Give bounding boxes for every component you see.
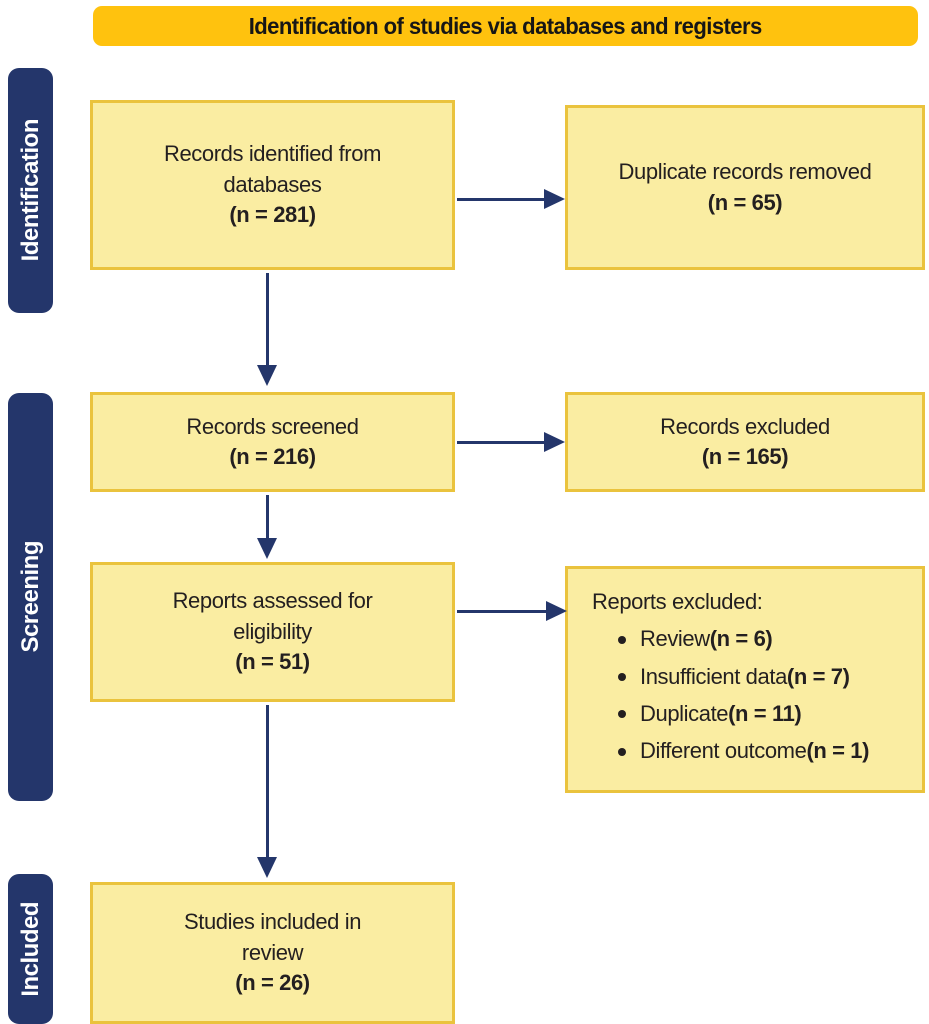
box-duplicates-removed: Duplicate records removed (n = 65): [565, 105, 925, 270]
box-n-value: (n = 51): [235, 649, 310, 675]
box-text-line: Duplicate records removed: [618, 159, 872, 185]
bullet-icon: [618, 710, 626, 719]
list-item: Insufficient data (n = 7): [618, 662, 908, 692]
stage-label-screening: Screening: [16, 541, 44, 653]
reason-n-value: (n = 7): [786, 663, 850, 689]
stage-bar-screening: Screening: [8, 393, 53, 801]
banner-title: Identification of studies via databases …: [248, 12, 763, 39]
list-item: Duplicate (n = 11): [618, 699, 908, 729]
reason-text: Review: [640, 626, 710, 652]
bullet-icon: [618, 635, 626, 644]
box-reports-excluded: Reports excluded: Review (n = 6) Insuffi…: [565, 566, 925, 793]
box-n-value: (n = 165): [701, 444, 789, 469]
list-item: Different outcome (n = 1): [618, 736, 908, 766]
reason-n-value: (n = 1): [806, 738, 870, 764]
box-records-excluded: Records excluded (n = 165): [565, 392, 925, 492]
bullet-icon: [618, 672, 626, 681]
box-n-value: (n = 26): [235, 970, 310, 996]
arrow-down-icon: [257, 495, 277, 559]
reports-excluded-list: Review (n = 6) Insufficient data (n = 7)…: [592, 624, 908, 766]
box-text-line: Records identified from: [163, 141, 381, 167]
reason-text: Different outcome: [640, 738, 807, 764]
stage-label-identification: Identification: [16, 119, 44, 262]
box-n-value: (n = 281): [229, 202, 316, 228]
stage-label-included: Included: [16, 901, 44, 997]
box-text-line: Records excluded: [660, 413, 830, 439]
box-text-line: Reports assessed for: [172, 588, 373, 614]
box-records-identified: Records identified from databases (n = 2…: [90, 100, 455, 270]
reason-text: Insufficient data: [640, 663, 787, 689]
box-studies-included: Studies included in review (n = 26): [90, 882, 455, 1024]
arrow-down-icon: [257, 273, 277, 386]
box-text-line: eligibility: [233, 618, 312, 644]
box-text-line: review: [241, 939, 304, 965]
box-n-value: (n = 65): [707, 189, 783, 215]
arrow-right-icon: [457, 189, 565, 209]
box-n-value: (n = 216): [229, 444, 316, 469]
box-text-line: Records screened: [186, 413, 359, 439]
banner: Identification of studies via databases …: [93, 6, 918, 46]
stage-bar-identification: Identification: [8, 68, 53, 313]
reason-n-value: (n = 6): [709, 626, 773, 652]
box-text-line: databases: [223, 171, 322, 197]
box-reports-assessed: Reports assessed for eligibility (n = 51…: [90, 562, 455, 702]
arrow-down-icon: [257, 705, 277, 878]
list-item: Review (n = 6): [618, 624, 908, 654]
arrow-right-icon: [457, 432, 565, 452]
reason-n-value: (n = 11): [728, 701, 802, 727]
bullet-icon: [618, 747, 626, 756]
arrow-right-icon: [457, 601, 567, 621]
reports-excluded-title: Reports excluded:: [592, 589, 763, 614]
box-records-screened: Records screened (n = 216): [90, 392, 455, 492]
reason-text: Duplicate: [640, 701, 729, 727]
box-text-line: Studies included in: [183, 909, 362, 935]
stage-bar-included: Included: [8, 874, 53, 1024]
